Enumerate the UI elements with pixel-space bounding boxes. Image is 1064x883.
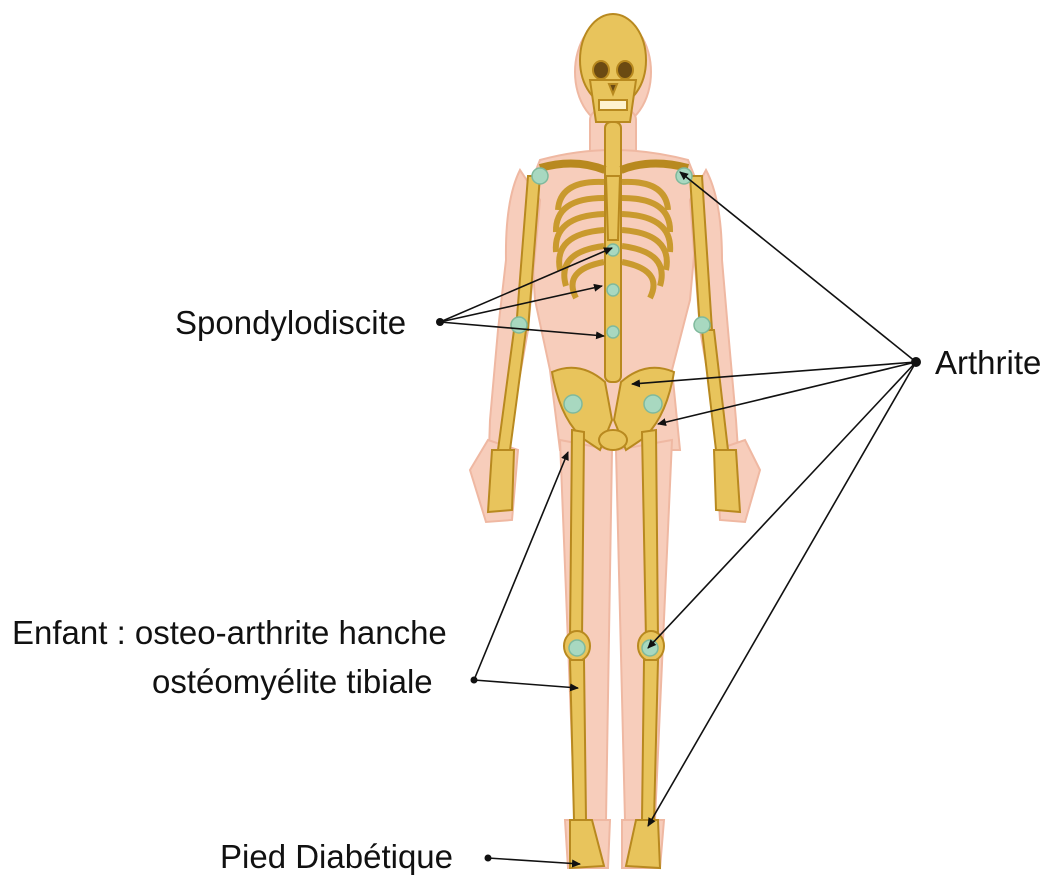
arrow-arthrite-knee — [648, 362, 916, 648]
label-spondylodiscite: Spondylodiscite — [175, 306, 406, 339]
label-arthrite: Arthrite — [935, 346, 1041, 379]
arrow-pied — [488, 858, 580, 864]
left-femur — [570, 430, 584, 640]
label-enfant-line2: ostéomyélite tibiale — [152, 665, 433, 698]
label-pied-diabetique: Pied Diabétique — [220, 840, 453, 873]
sternum — [606, 176, 620, 240]
skeleton — [488, 14, 740, 868]
left-tibia — [570, 660, 586, 820]
right-femur — [642, 430, 658, 640]
arrow-enfant-tibia — [474, 680, 578, 688]
label-enfant-line1: Enfant : osteo-arthrite hanche — [12, 616, 447, 649]
right-tibia — [642, 660, 658, 820]
arrow-arthrite-ankle — [648, 362, 916, 826]
